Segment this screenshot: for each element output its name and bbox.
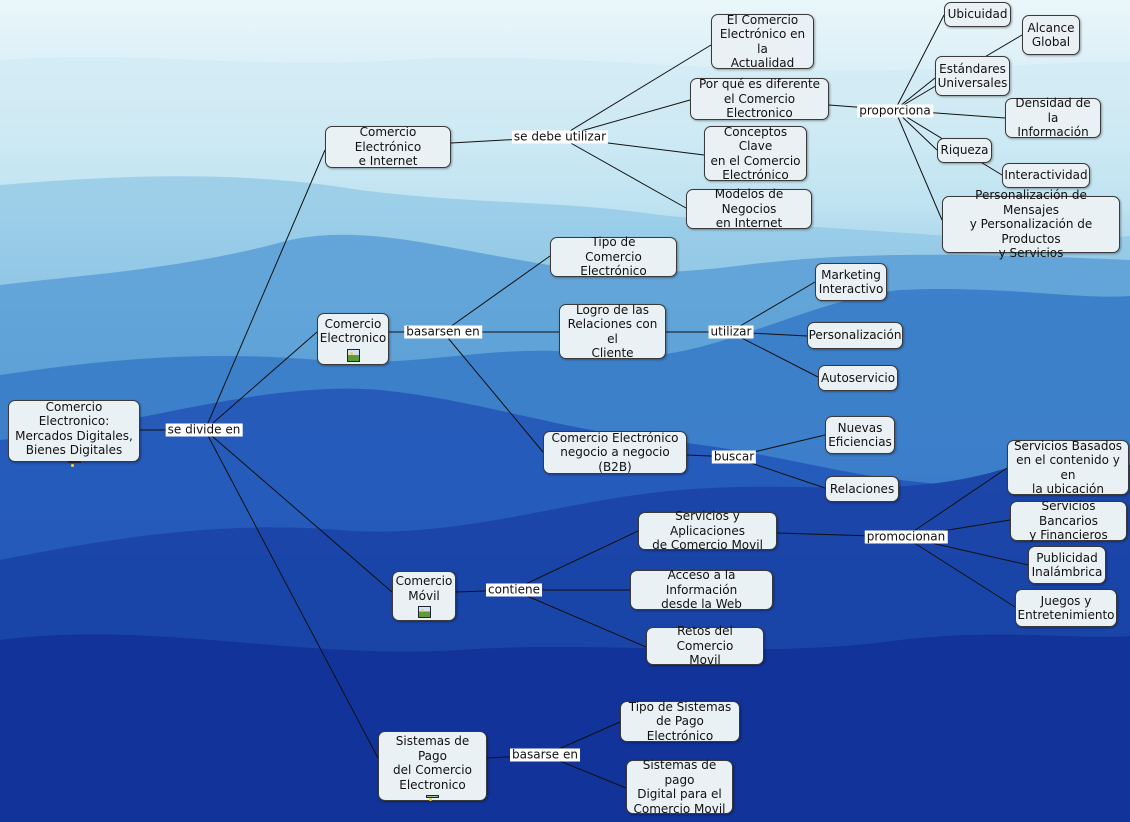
node-label: Comercio Móvil [395,574,453,603]
node-personalizacion[interactable]: Personalización [807,322,903,349]
node-modelos[interactable]: Modelos de Negocios en Internet [686,187,812,231]
node-label: Por qué es diferente el Comercio Electro… [698,77,821,121]
node-label: Servicios y Aplicaciones de Comercio Mov… [652,509,763,553]
node-tipo-comercio[interactable]: Tipo de Comercio Electrónico [550,235,677,279]
node-label: Personalización de Mensajes y Personaliz… [969,188,1093,261]
node-label: Personalización [808,328,902,343]
node-alcance[interactable]: Alcance Global [1022,15,1080,55]
link-label-buscar: buscar [711,449,757,464]
node-label: Tipo de Sistemas de Pago Electrónico [628,699,732,743]
node-label: Servicios Bancarios y Financieros [1029,499,1108,543]
link-label-utilizar: utilizar [708,324,754,339]
link-label-contiene: contiene [486,582,542,597]
node-label: Alcance Global [1027,20,1075,50]
node-servicios-bancarios[interactable]: Servicios Bancarios y Financieros [1010,499,1127,543]
node-label: Servicios Basados en el contenido y en l… [1013,438,1123,497]
node-conceptos[interactable]: Conceptos Clave en el Comercio Electróni… [704,124,807,183]
node-label: Comercio Electronico [319,316,387,346]
node-label: Comercio Electronico: Mercados Digitales… [15,399,133,458]
node-label: El Comercio Electrónico en la Actualidad [719,12,806,71]
node-logro[interactable]: Logro de las Relaciones con el Cliente [559,302,666,361]
node-label: Acceso a la Información desde la Web [661,568,742,612]
node-label: Sistemas de Pago del Comercio Electronic… [393,734,472,792]
image-icon[interactable] [417,606,431,618]
link-label-basarse-en: basarse en [510,747,580,762]
link-label-promocionan: promocionan [864,529,948,544]
node-densidad[interactable]: Densidad de la Información [1005,96,1101,140]
image-icon[interactable] [426,795,439,801]
node-diferente[interactable]: Por qué es diferente el Comercio Electro… [690,77,829,121]
image-icon[interactable] [67,460,81,467]
node-sistemas-pago[interactable]: Sistemas de Pago del Comercio Electronic… [378,731,487,801]
node-autoservicio[interactable]: Autoservicio [818,365,898,391]
node-label: Tipo de Comercio Electrónico [580,235,647,279]
node-label: Interactividad [1004,168,1088,183]
node-tipo-sistemas-pago[interactable]: Tipo de Sistemas de Pago Electrónico [620,699,740,743]
image-icon[interactable] [346,348,360,362]
node-label: Nuevas Eficiencias [828,420,892,450]
node-nuevas-eficiencias[interactable]: Nuevas Eficiencias [825,416,895,454]
node-label: Juegos y Entretenimiento [1017,593,1115,623]
node-label: Conceptos Clave en el Comercio Electróni… [710,124,801,183]
node-label: Estándares Universales [937,61,1008,91]
node-label: Ubicuidad [947,7,1008,22]
node-label: Riqueza [940,143,989,158]
node-label: Retos del Comercio Movil [676,624,734,668]
node-riqueza[interactable]: Riqueza [937,138,992,163]
node-label: Autoservicio [820,370,896,385]
node-pago-digital[interactable]: Sistemas de pago Digital para el Comerci… [626,758,733,816]
link-label-se-debe-utilizar: se debe utilizar [511,129,609,144]
node-label: Relaciones [829,481,895,496]
node-interactividad[interactable]: Interactividad [1002,163,1090,188]
node-retos[interactable]: Retos del Comercio Movil [646,624,764,668]
node-label: Comercio Electrónico e Internet [354,125,422,169]
node-ubicuidad[interactable]: Ubicuidad [944,2,1011,27]
node-label: Modelos de Negocios en Internet [714,187,784,231]
node-internet[interactable]: Comercio Electrónico e Internet [325,125,451,169]
node-label: Densidad de la Información [1015,96,1091,140]
node-personalizacion-mensajes[interactable]: Personalización de Mensajes y Personaliz… [942,188,1120,260]
link-label-basarsen-en: basarsen en [404,324,482,339]
node-label: Sistemas de pago Digital para el Comerci… [633,758,726,816]
node-label: Logro de las Relaciones con el Cliente [567,302,658,361]
node-estandares[interactable]: Estándares Universales [935,56,1010,96]
node-b2b[interactable]: Comercio Electrónico negocio a negocio (… [543,431,687,474]
node-marketing[interactable]: Marketing Interactivo [815,263,887,301]
node-servicios-contenido[interactable]: Servicios Basados en el contenido y en l… [1007,438,1129,497]
node-root[interactable]: Comercio Electronico: Mercados Digitales… [8,399,140,467]
link-label-proporciona: proporciona [857,103,933,118]
node-comercio-movil[interactable]: Comercio Móvil [392,571,456,621]
node-comercio-electronico[interactable]: Comercio Electronico [317,313,389,365]
node-servicios-aplicaciones[interactable]: Servicios y Aplicaciones de Comercio Mov… [638,509,777,553]
node-actualidad[interactable]: El Comercio Electrónico en la Actualidad [711,12,814,71]
node-label: Publicidad Inalámbrica [1031,550,1103,580]
node-label: Marketing Interactivo [818,267,884,297]
node-label: Comercio Electrónico negocio a negocio (… [551,430,679,474]
node-acceso-informacion[interactable]: Acceso a la Información desde la Web [630,568,773,612]
link-label-se-divide-en: se divide en [165,422,243,437]
node-publicidad[interactable]: Publicidad Inalámbrica [1028,546,1106,584]
node-relaciones[interactable]: Relaciones [825,476,899,502]
node-juegos[interactable]: Juegos y Entretenimiento [1015,589,1117,627]
